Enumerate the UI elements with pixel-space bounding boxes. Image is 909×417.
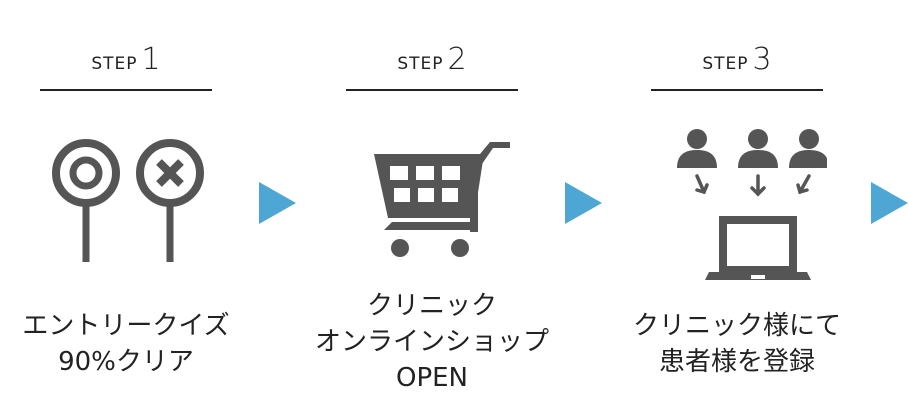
step-2-label: STEP xyxy=(397,54,444,74)
flow-arrow-2 xyxy=(565,182,602,224)
step-1-caption-line: 90%クリア xyxy=(58,347,194,377)
step-3-label: STEP xyxy=(702,54,749,74)
flow-arrow-3 xyxy=(871,182,908,224)
step-3-divider xyxy=(651,89,823,91)
flow-arrow-1 xyxy=(259,182,296,224)
step-1-number: 1 xyxy=(141,42,161,77)
shopping-cart-icon xyxy=(374,142,510,257)
step-1-label: STEP xyxy=(91,54,138,74)
quiz-circle-cross-icon xyxy=(52,139,204,262)
step-2-caption-line: オンラインショップ xyxy=(314,327,549,357)
step-2-caption: クリニック オンラインショップ OPEN xyxy=(312,288,552,396)
step-2-caption-line: OPEN xyxy=(395,363,469,393)
step-3-number: 3 xyxy=(752,42,772,77)
step-1-caption: エントリークイズ 90%クリア xyxy=(6,308,246,380)
step-3-caption: クリニック様にて 患者様を登録 xyxy=(617,308,857,380)
step-1-divider xyxy=(40,89,212,91)
step-2-caption-line: クリニック xyxy=(366,291,497,321)
step-2-number: 2 xyxy=(447,42,467,77)
users-to-laptop-icon xyxy=(677,129,827,280)
step-1-caption-line: エントリークイズ xyxy=(22,311,230,341)
step-2-divider xyxy=(346,89,518,91)
step-3-caption-line: 患者様を登録 xyxy=(658,347,815,377)
step-3-caption-line: クリニック様にて xyxy=(632,311,841,341)
